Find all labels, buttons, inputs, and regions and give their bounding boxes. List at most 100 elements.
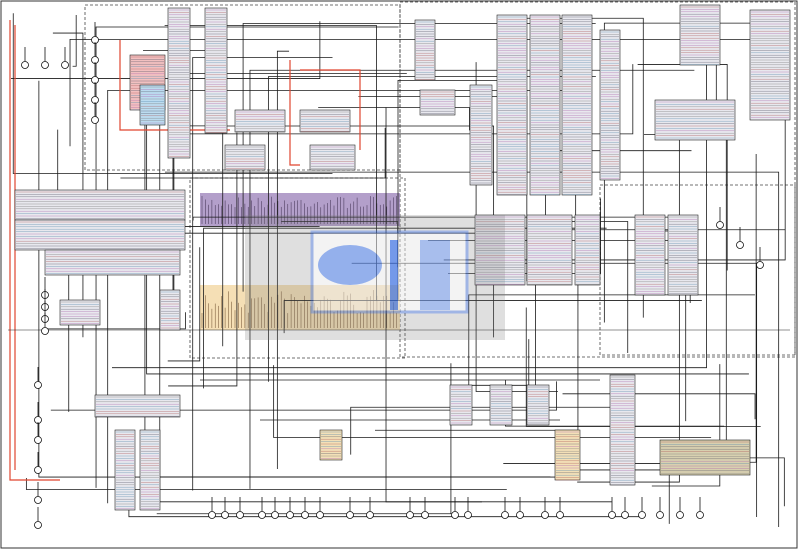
connector-block-icon [634,214,666,296]
wire [318,107,470,131]
wire [120,127,386,179]
wire [11,21,321,79]
sensor-icon [34,496,42,504]
connector-block-icon [529,14,561,196]
sensor-icon [41,327,49,335]
sensor-icon [34,466,42,474]
wire [107,89,572,504]
sensor-icon [656,511,664,519]
sensor-icon [41,61,49,69]
wire [525,307,761,427]
wire [203,227,607,389]
wire [167,247,201,362]
sensor-icon [301,511,309,519]
wire [267,76,596,382]
sensor-icon [406,511,414,519]
wire [50,381,557,411]
watermark-frame [310,230,469,314]
sensor-icon [208,511,216,519]
wire [146,70,749,375]
wire [242,23,596,292]
wire [168,132,238,387]
sensor-icon [541,511,549,519]
sensor-icon [34,521,42,529]
connector-block-icon [489,384,513,426]
wire [300,69,361,150]
sensor-icon [516,511,524,519]
wire [72,14,77,67]
wire [283,300,702,334]
connector-block-icon [167,7,191,159]
region-frame [399,1,796,358]
sensor-icon [638,511,646,519]
wire [164,171,780,527]
wire [171,64,634,135]
sensor-icon [451,511,459,519]
connector-block-icon [659,439,751,476]
connector-block-icon [139,429,161,511]
wire [651,364,721,487]
sensor-icon [61,61,69,69]
wire [119,40,230,131]
wire [9,20,60,481]
connector-blocks [14,4,791,511]
sensor-icon [221,511,229,519]
watermark-globe [318,245,382,285]
harness-band-orange [200,285,400,330]
sensor-icon [286,511,294,519]
sensor-icon [736,241,744,249]
sensor-icon [716,221,724,229]
watermark-bar [390,240,398,310]
connector-block-icon [319,429,343,461]
sensor-icon [621,511,629,519]
connector-block-icon [449,384,473,426]
sensor-icon [366,511,374,519]
harness-band-purple [200,193,400,226]
connector-block-icon [667,214,699,296]
sensor-icon [258,511,266,519]
connector-block-icon [114,429,136,511]
watermark-logo-icon [245,215,505,340]
watermark-letter [420,240,450,310]
connector-block-icon [14,219,186,251]
sensor-icon [271,511,279,519]
sensor-icon [676,511,684,519]
wire [192,57,333,491]
connector-block-icon [496,14,528,196]
wire [12,13,333,174]
sensor-icon [501,511,509,519]
connector-block-icon [561,14,593,196]
sensor-icon [608,511,616,519]
connector-block-icon [554,429,581,481]
connector-block-icon [14,189,186,221]
connector-block-icon [526,384,550,426]
sensor-icon [34,381,42,389]
sensor-icon [91,116,99,124]
wire [95,26,399,488]
wire [164,25,377,301]
connector-block-icon [159,289,181,331]
wire [111,29,707,369]
watermark-grey-bar [245,215,505,340]
sensor-icon [34,436,42,444]
connector-block-icon [654,99,736,141]
sensors [21,22,764,529]
sensor-icon [236,511,244,519]
wire [289,60,300,166]
connector-block-icon [139,84,166,126]
sensor-icon [556,511,564,519]
sensor-icon [756,261,764,269]
sensor-icon [316,511,324,519]
wire [637,64,728,271]
connector-block-icon [204,7,228,134]
connector-block-icon [599,29,621,181]
sensor-icon [464,511,472,519]
sensor-icon [21,61,29,69]
sensor-icon [696,511,704,519]
sensor-icon [346,511,354,519]
wire [45,312,186,330]
sensor-icon [421,511,429,519]
wire [25,478,507,490]
harness-bands [200,193,400,330]
